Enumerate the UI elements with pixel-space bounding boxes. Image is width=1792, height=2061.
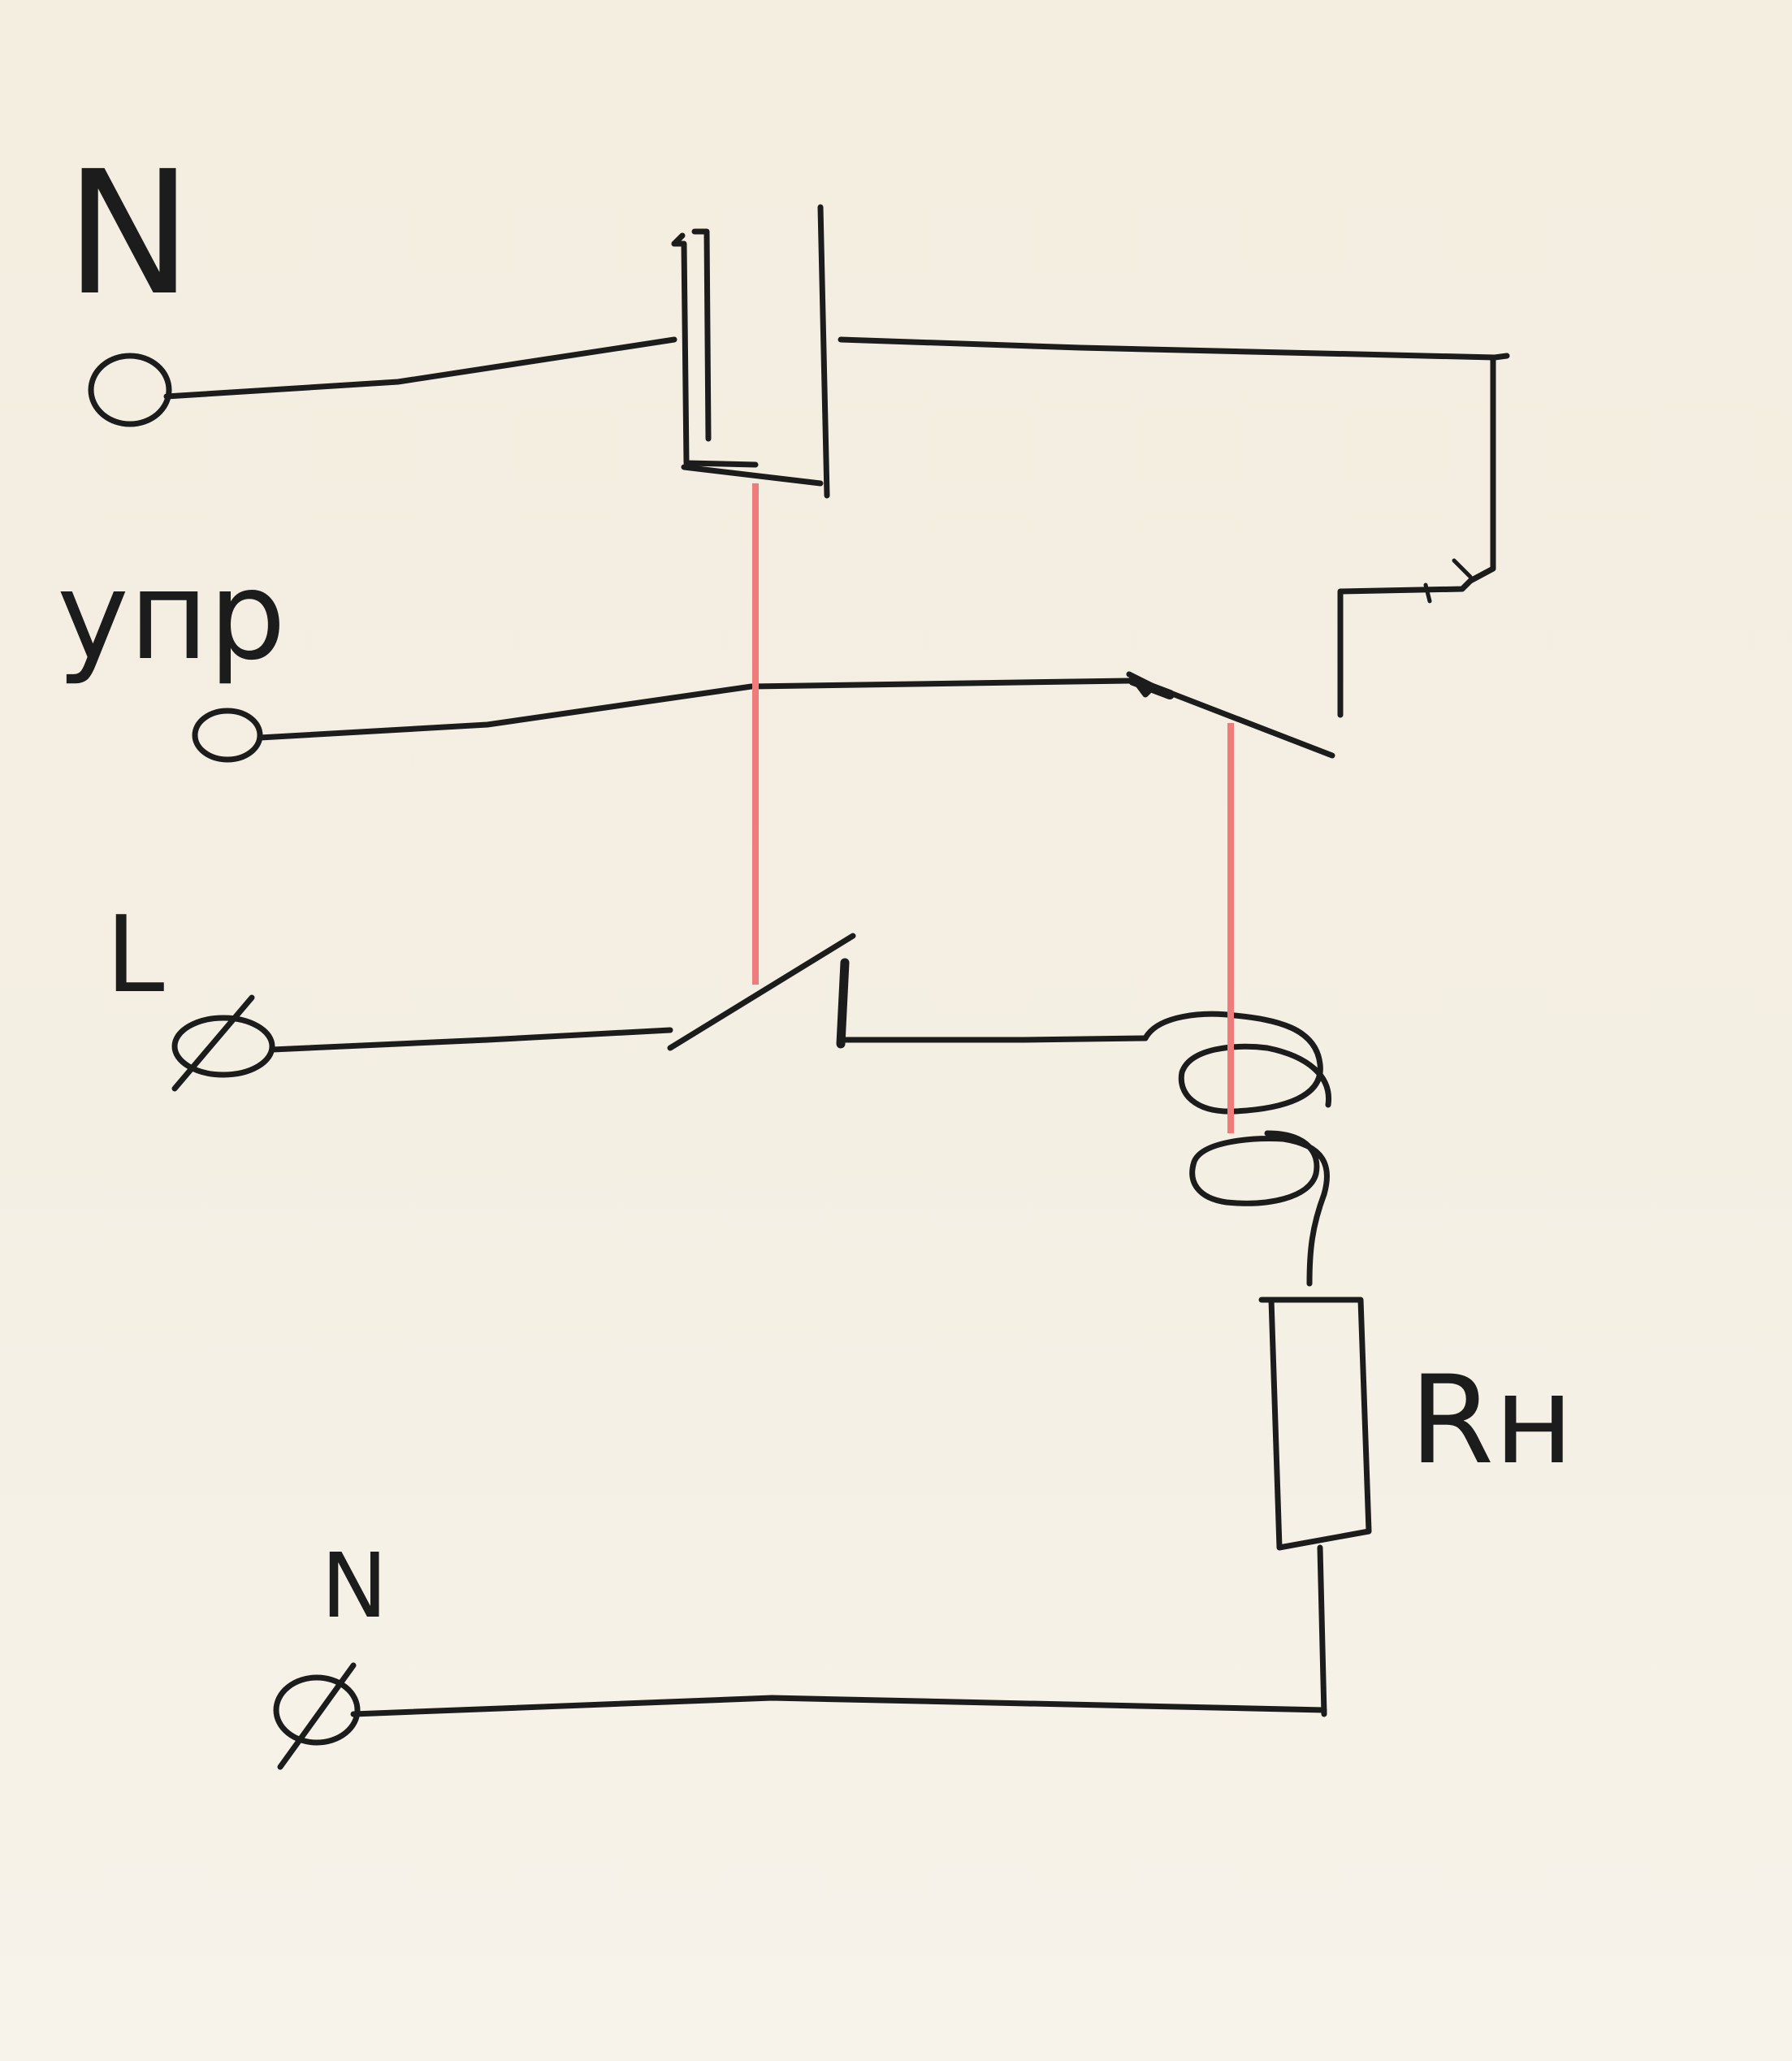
terminal-n-bottom bbox=[273, 1662, 361, 1770]
terminal-label-n-bottom: N bbox=[321, 1534, 387, 1638]
wire-relay-loop-jog bbox=[1423, 558, 1473, 604]
wire-resistor-to-n bbox=[1317, 1544, 1327, 1717]
terminal-line bbox=[171, 994, 275, 1092]
main-switch bbox=[667, 933, 1149, 1051]
wire-n-bottom bbox=[350, 1695, 1327, 1717]
control-switch bbox=[1126, 671, 1335, 759]
wire-line bbox=[269, 1027, 673, 1053]
resistor-label: Rн bbox=[1409, 1350, 1573, 1492]
resistor-rn bbox=[1258, 1297, 1372, 1551]
terminal-label-n-top: N bbox=[65, 134, 193, 333]
terminal-control bbox=[192, 708, 263, 763]
wire-relay-loop bbox=[1337, 354, 1496, 718]
wire-control bbox=[257, 678, 1132, 741]
terminal-label-control: упр bbox=[57, 546, 286, 687]
wire-n-top bbox=[163, 336, 677, 400]
relay-contact-block bbox=[671, 204, 1510, 499]
relay-coil bbox=[1142, 1011, 1332, 1287]
terminal-n-top bbox=[88, 353, 172, 427]
terminal-label-line: L bbox=[106, 893, 164, 1016]
